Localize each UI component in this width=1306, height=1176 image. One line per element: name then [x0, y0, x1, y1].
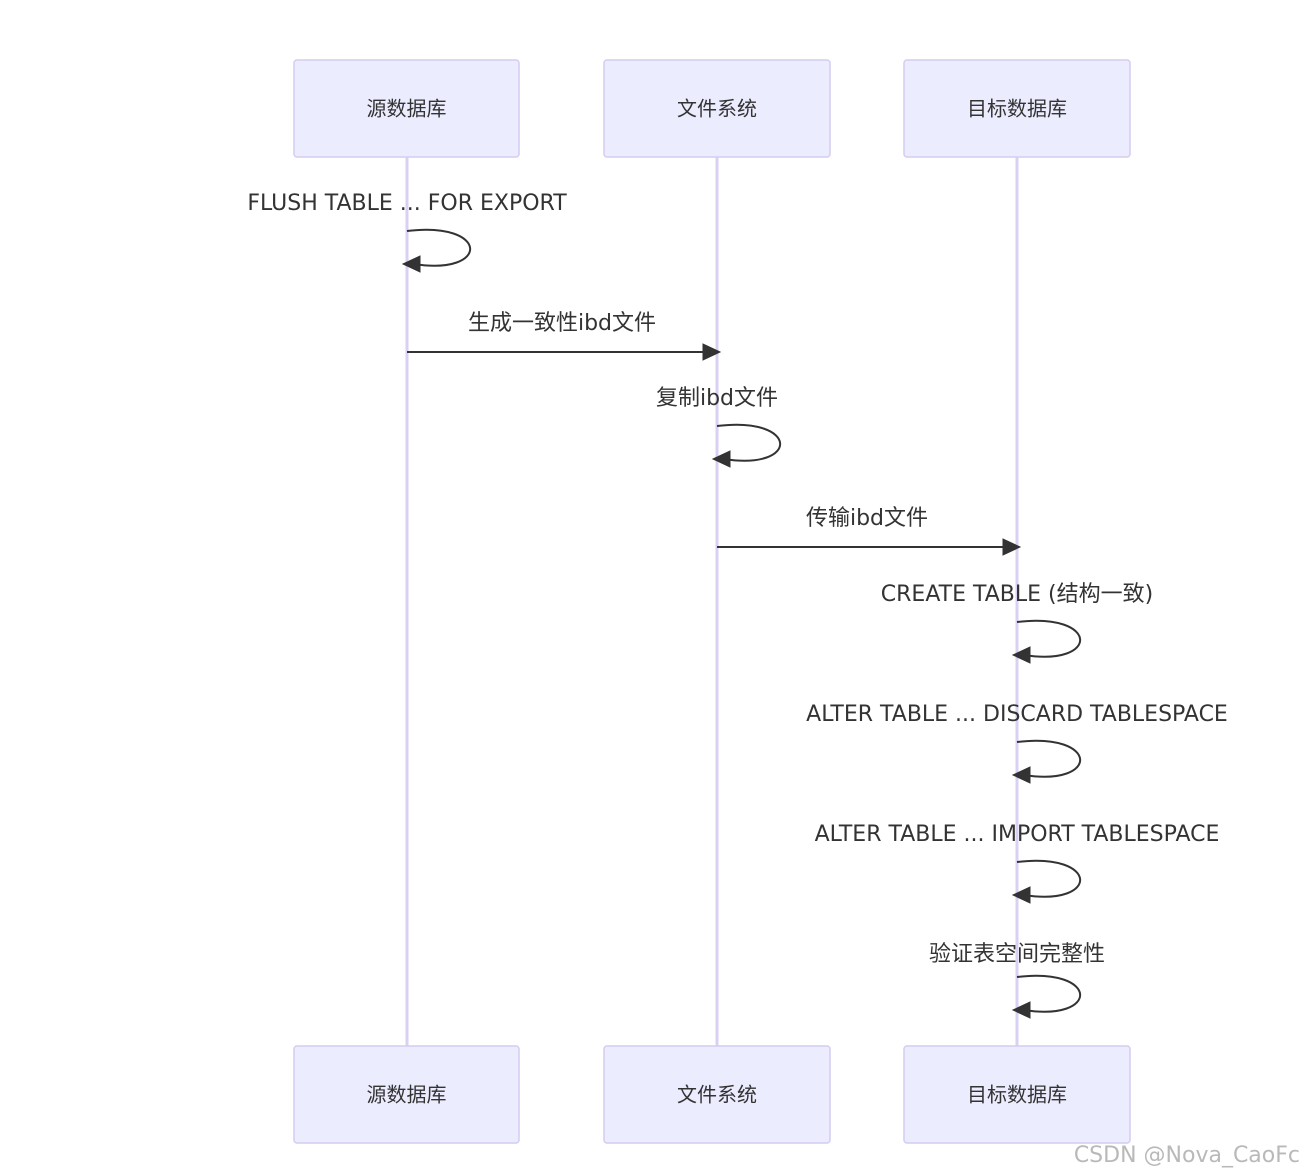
arrow-head: [1011, 766, 1031, 784]
arrow-head: [1011, 646, 1031, 664]
message-flush-table: FLUSH TABLE ... FOR EXPORT: [247, 191, 567, 273]
actor-label: 文件系统: [677, 97, 757, 121]
actor-source-db-bottom: 源数据库: [293, 1045, 520, 1144]
message-label: 验证表空间完整性: [929, 942, 1105, 967]
message-create-table: CREATE TABLE (结构一致): [881, 582, 1153, 664]
actor-source-db-top: 源数据库: [293, 59, 520, 158]
message-label: 复制ibd文件: [656, 386, 778, 411]
actor-label: 目标数据库: [967, 97, 1067, 121]
message-label: 生成一致性ibd文件: [468, 311, 656, 336]
arrow-head: [401, 255, 421, 273]
arrow-head: [702, 343, 722, 361]
message-verify-tablespace: 验证表空间完整性: [929, 942, 1105, 1019]
actor-label: 源数据库: [367, 1083, 447, 1107]
actor-file-system-top: 文件系统: [603, 59, 831, 158]
message-label: 传输ibd文件: [806, 506, 928, 531]
actor-label: 文件系统: [677, 1083, 757, 1107]
message-import-tablespace: ALTER TABLE ... IMPORT TABLESPACE: [815, 822, 1220, 904]
actor-target-db-top: 目标数据库: [903, 59, 1131, 158]
message-discard-tablespace: ALTER TABLE ... DISCARD TABLESPACE: [806, 702, 1228, 784]
message-label: CREATE TABLE (结构一致): [881, 582, 1153, 607]
actor-label: 源数据库: [367, 97, 447, 121]
arrow-head: [1011, 1001, 1031, 1019]
message-label: ALTER TABLE ... IMPORT TABLESPACE: [815, 822, 1220, 847]
arrow-head: [1011, 886, 1031, 904]
message-copy-ibd: 复制ibd文件: [656, 386, 782, 468]
actor-label: 目标数据库: [967, 1083, 1067, 1107]
actor-file-system-bottom: 文件系统: [603, 1045, 831, 1144]
arrow-head: [711, 450, 731, 468]
message-label: FLUSH TABLE ... FOR EXPORT: [247, 191, 567, 216]
message-label: ALTER TABLE ... DISCARD TABLESPACE: [806, 702, 1228, 727]
arrow-head: [1002, 538, 1022, 556]
message-generate-ibd: 生成一致性ibd文件: [407, 311, 722, 361]
message-transfer-ibd: 传输ibd文件: [717, 506, 1022, 556]
actor-target-db-bottom: 目标数据库: [903, 1045, 1131, 1144]
watermark-text: CSDN @Nova_CaoFc: [1073, 1143, 1300, 1168]
